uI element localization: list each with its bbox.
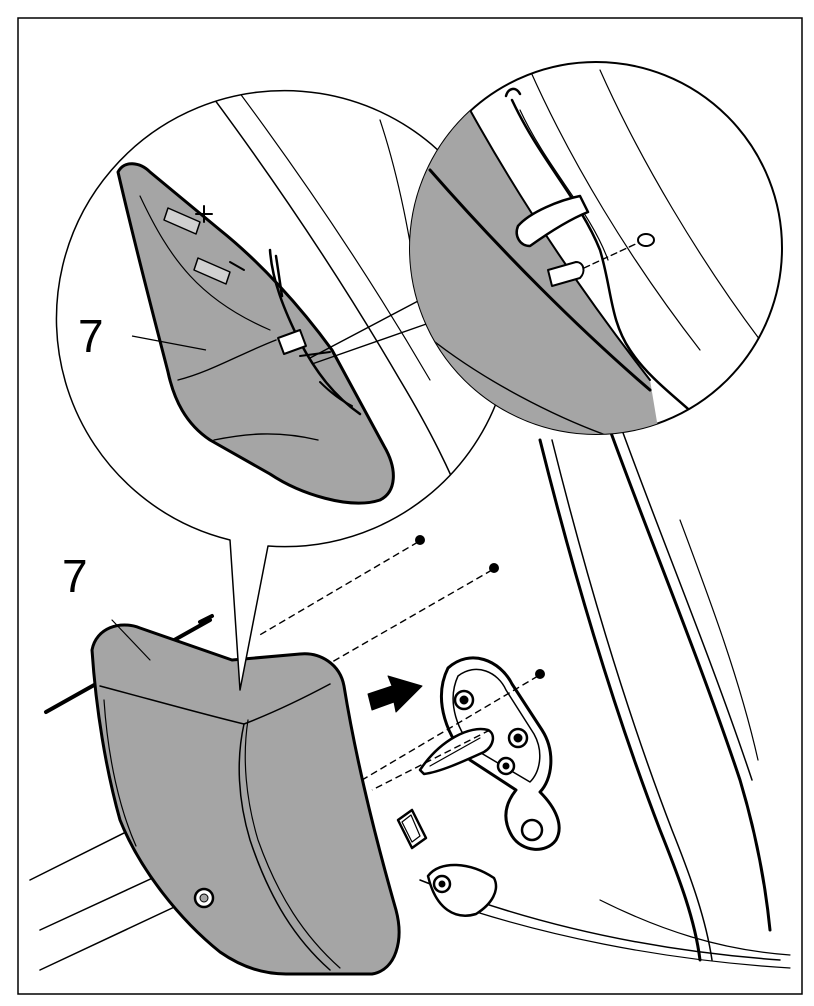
diagram-frame — [17, 17, 803, 995]
clip-markers — [415, 535, 545, 679]
direction-arrow — [367, 675, 423, 713]
detail-callout — [55, 89, 514, 691]
door-hole — [396, 808, 428, 850]
trim-panel — [90, 619, 401, 976]
zoom-detail — [409, 61, 783, 435]
part-number-label-top: 7 — [78, 310, 104, 362]
lower-bolt — [426, 863, 498, 917]
alignment-lines — [257, 541, 539, 791]
striker-plate — [418, 656, 561, 851]
part-number-label-bottom: 7 — [62, 550, 88, 602]
